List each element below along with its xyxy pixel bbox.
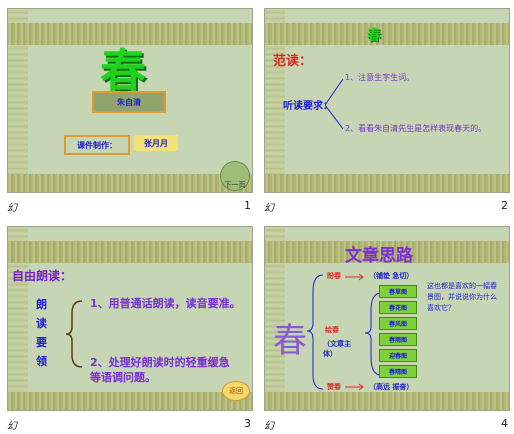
grass-band-top	[265, 241, 509, 263]
section-heading: 范读：	[273, 54, 313, 69]
part-pan-chun-detail: （铺垫 急切）	[369, 272, 414, 280]
author-name-box: 朱自清	[92, 91, 166, 113]
slide-number: 1	[244, 199, 251, 212]
vertical-label: 朗读要领	[36, 298, 47, 368]
grass-band-top	[8, 23, 252, 45]
grass-band-bottom	[8, 392, 252, 410]
grass-band-bottom	[8, 174, 252, 192]
picture-box-6[interactable]: 春晴图	[379, 365, 417, 378]
requirement-item-2: 2、看看朱自清先生是怎样表现春天的。	[345, 124, 487, 133]
requirement-label: 听读要求：	[283, 101, 333, 112]
grass-decoration	[8, 227, 28, 410]
requirement-item-1: 1、注意生字生词。	[345, 73, 415, 82]
slide-mark-icon: 幻	[7, 421, 17, 432]
slide-title: 文章思路	[345, 246, 413, 266]
grass-band-top	[265, 23, 509, 45]
reading-tip-1: 1、用普通话朗读，读音要准。	[90, 297, 241, 310]
slide-mark-icon: 幻	[264, 203, 274, 214]
part-pan-chun: 盼春	[327, 272, 341, 280]
chun-character: 春	[273, 321, 307, 361]
slide-title: 春	[100, 44, 146, 98]
part-zan-chun-detail: （高远 振奋）	[369, 383, 414, 391]
section-heading: 自由朗读：	[12, 269, 73, 283]
picture-box-5[interactable]: 迎春图	[379, 349, 417, 362]
discussion-note: 这也都是喜欢的一幅春景图，并说说你为什么喜欢它？	[427, 282, 497, 312]
slide-caption-4: 幻 4	[264, 417, 508, 432]
grass-decoration	[8, 9, 28, 192]
part-hui-chun: 绘春	[325, 326, 339, 334]
grass-decoration	[265, 9, 285, 192]
part-hui-chun-detail: （文章主体）	[323, 340, 351, 358]
branch-lines	[325, 78, 344, 130]
part-zan-chun: 赞春	[327, 383, 341, 391]
picture-box-3[interactable]: 春风图	[379, 317, 417, 330]
picture-box-1[interactable]: 春草图	[379, 285, 417, 298]
maker-label: 课件制作：	[64, 135, 130, 155]
structure-lines	[306, 273, 382, 391]
slide-mark-icon: 幻	[7, 203, 17, 214]
slide-caption-2: 幻 2	[264, 199, 508, 214]
slide-thumbnail-3[interactable]: 自由朗读： 朗读要领 1、用普通话朗读，读音要准。 2、处理好朗读时的轻重缓急等…	[7, 226, 253, 411]
slide-caption-3: 幻 3	[7, 417, 251, 432]
grass-decoration	[265, 227, 285, 410]
reading-tip-2: 2、处理好朗读时的轻重缓急等语调问题。	[90, 356, 230, 384]
slide-mark-icon: 幻	[264, 421, 274, 432]
picture-box-2[interactable]: 春花图	[379, 301, 417, 314]
brace-icon	[66, 300, 83, 368]
maker-name: 张月月	[134, 135, 178, 151]
slide-logo: 春	[367, 28, 381, 44]
grass-band-bottom	[265, 392, 509, 410]
picture-box-4[interactable]: 春雨图	[379, 333, 417, 346]
slide-number: 2	[501, 199, 508, 212]
slide-number: 3	[244, 417, 251, 430]
slide-thumbnail-4[interactable]: 文章思路 春 盼春 （铺垫 急切） 绘春 （文章主体） 赞春 （高远 振奋） 春…	[264, 226, 510, 411]
next-page-button[interactable]: 下一页	[220, 161, 250, 191]
grass-band-top	[8, 241, 252, 263]
return-button[interactable]: 返回	[222, 381, 250, 401]
slide-caption-1: 幻 1	[7, 199, 251, 214]
slide-thumbnail-1[interactable]: 春 朱自清 课件制作： 张月月 下一页	[7, 8, 253, 193]
slide-thumbnail-2[interactable]: 春 范读： 听读要求： 1、注意生字生词。 2、看看朱自清先生是怎样表现春天的。	[264, 8, 510, 193]
grass-band-bottom	[265, 174, 509, 192]
slide-number: 4	[501, 417, 508, 430]
